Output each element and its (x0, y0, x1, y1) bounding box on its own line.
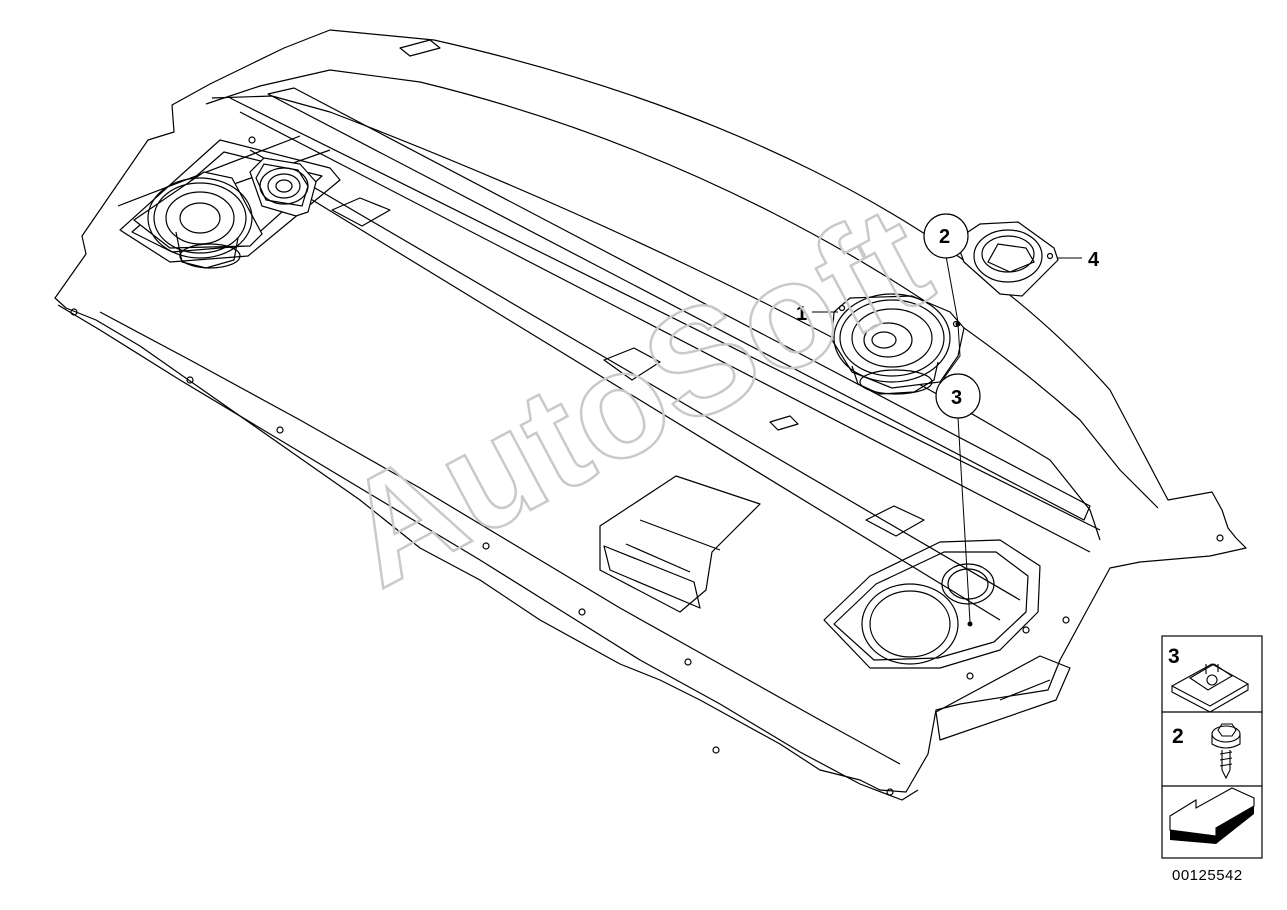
svg-text:3: 3 (1168, 645, 1180, 668)
callout-2: 2 (923, 213, 969, 259)
legend-item-2: 2 (1172, 723, 1241, 780)
svg-text:3: 3 (951, 387, 962, 409)
svg-text:00125542: 00125542 (1172, 867, 1243, 884)
callout-4: 4 (1088, 249, 1100, 271)
watermark: AutoSoft (315, 171, 955, 619)
svg-text:AutoSoft: AutoSoft (316, 173, 954, 619)
svg-text:2: 2 (939, 226, 950, 248)
legend-panel (1161, 635, 1263, 859)
speaker-left (132, 171, 263, 269)
callout-3: 3 (935, 373, 981, 419)
svg-text:2: 2 (1172, 725, 1184, 748)
screw-icon (1211, 723, 1241, 780)
clip-nut-icon (1170, 663, 1250, 713)
speaker-right (831, 293, 965, 395)
arrow-icon (1169, 787, 1255, 844)
svg-text:4: 4 (1088, 249, 1100, 271)
svg-text:1: 1 (796, 303, 807, 325)
legend-item-3: 3 (1168, 645, 1250, 713)
tweeter-right (955, 221, 1059, 297)
tweeter-left (249, 157, 317, 217)
callout-1: 1 (796, 303, 807, 325)
diagram-code: 00125542 (1172, 867, 1243, 884)
